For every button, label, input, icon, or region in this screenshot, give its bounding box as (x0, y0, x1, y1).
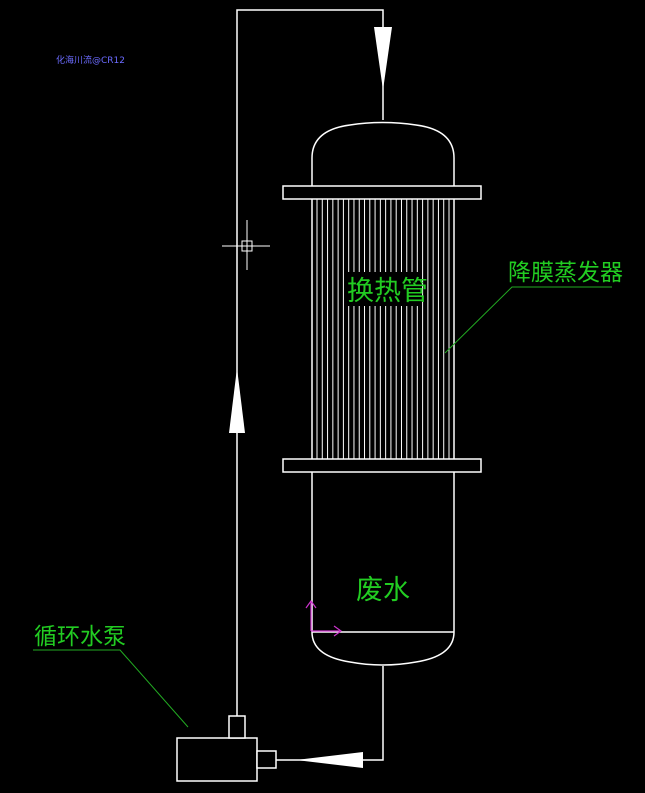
evaporator-leader-line (444, 286, 612, 354)
heat-exchange-tubes-label: 换热管 (347, 276, 428, 307)
pump-leader-line (33, 649, 189, 728)
falling-film-evaporator-label: 降膜蒸发器 (508, 260, 623, 286)
top-tube-sheet (282, 185, 482, 200)
circulation-pump-label: 循环水泵 (34, 624, 126, 650)
circulation-pump-body (176, 737, 258, 782)
tube-label-backing (346, 272, 420, 306)
evaporator-bottom-head (311, 631, 455, 666)
watermark-text: 化海川流@CR12 (56, 54, 125, 66)
evaporator-top-head (311, 121, 455, 159)
crosshair-cursor-icon (222, 220, 270, 270)
pump-suction-nozzle (256, 750, 277, 769)
ucs-axis-icon (305, 599, 343, 637)
flow-arrow-left-icon (296, 752, 363, 768)
bottom-tube-sheet (282, 458, 482, 473)
flow-arrow-up-icon (229, 368, 245, 433)
wastewater-label: 废水 (356, 575, 410, 606)
flow-arrow-down-icon (374, 27, 392, 90)
pump-discharge-nozzle (228, 715, 246, 739)
heat-exchange-tube-bundle (316, 199, 450, 459)
